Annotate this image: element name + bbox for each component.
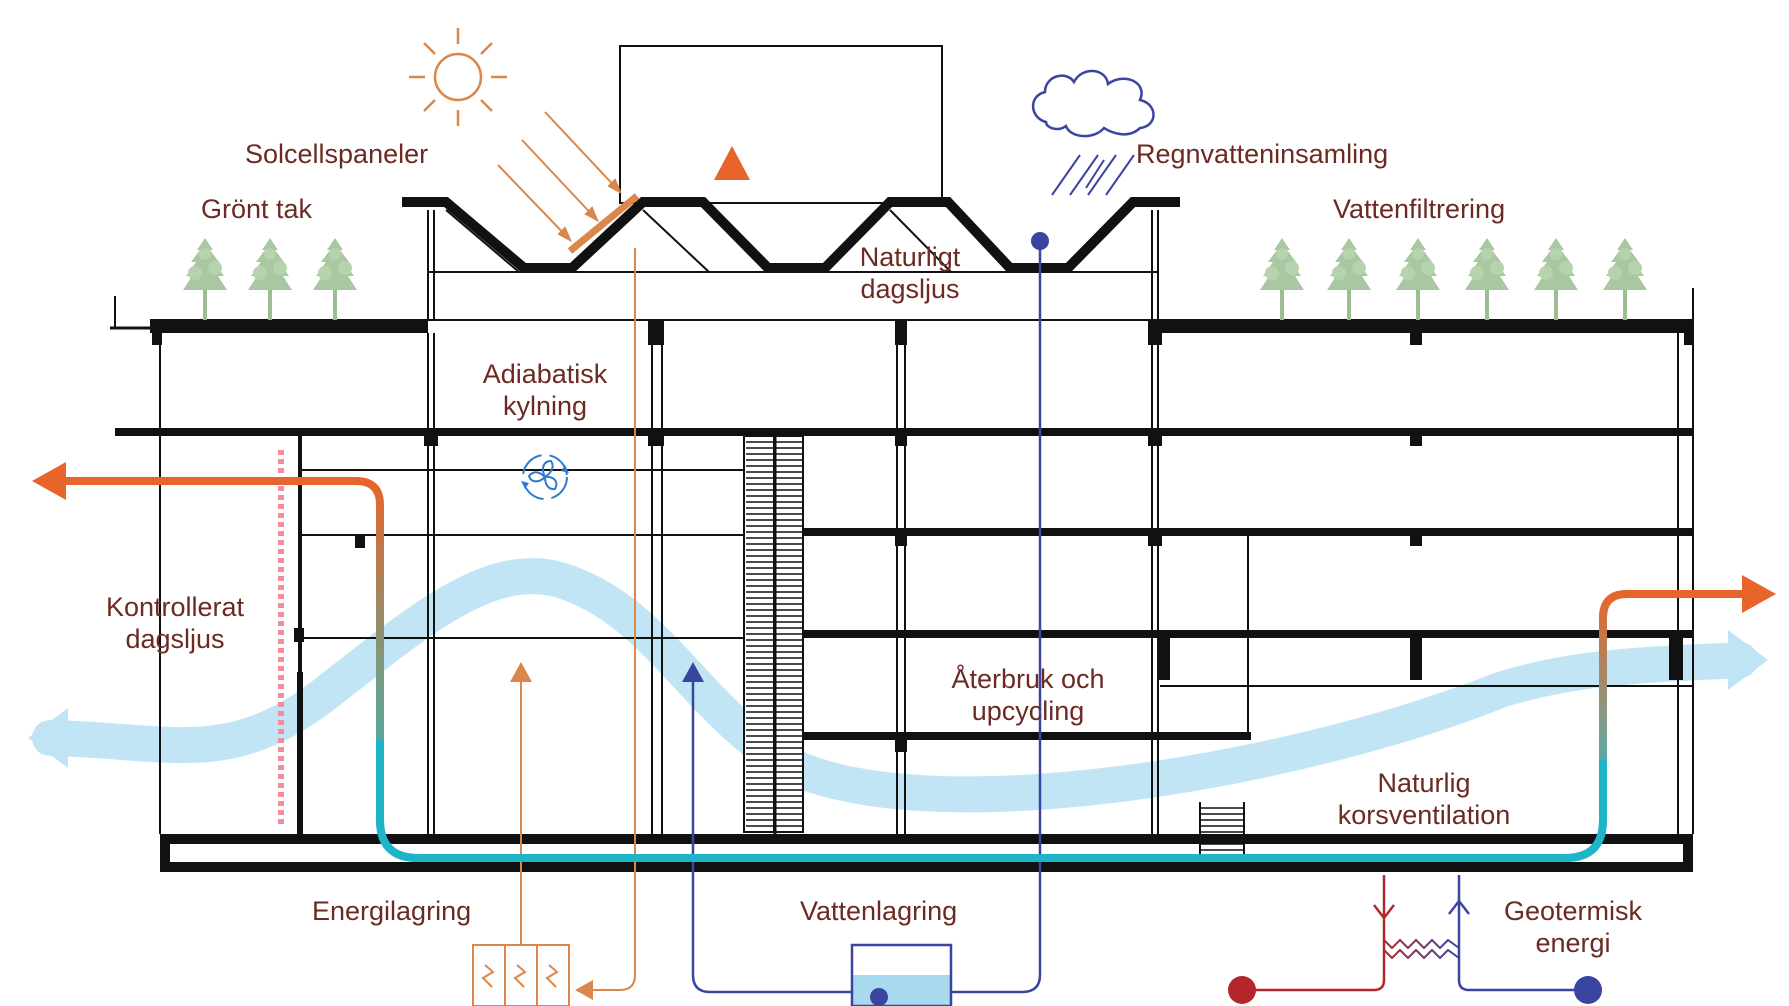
ground-slab-bottom xyxy=(160,862,1693,872)
label-adiabatic-cooling-line1: Adiabatisk xyxy=(483,359,608,389)
tree-icon xyxy=(1465,238,1509,320)
stair-steps xyxy=(746,441,802,827)
label-cross-ventilation-line2: korsventilation xyxy=(1338,800,1511,830)
stack-ventilation-arrowhead xyxy=(714,146,750,180)
green-roof-slab-right xyxy=(1158,319,1693,333)
exhaust-left-arrowhead xyxy=(32,462,66,500)
label-solar-panels: Solcellspaneler xyxy=(245,139,428,169)
tree-icon xyxy=(313,238,357,320)
label-rainwater-collection: Regnvatteninsamling xyxy=(1136,139,1388,169)
label-reuse-upcycling-line1: Återbruk och xyxy=(951,663,1104,694)
solar-panel xyxy=(567,193,640,254)
adiabatic-cooling-fan-icon xyxy=(521,454,569,500)
tree-icon xyxy=(183,238,227,320)
air-outflow-right-arrowhead xyxy=(1728,630,1768,690)
tree-icon xyxy=(1260,238,1304,320)
tree-icon xyxy=(1534,238,1578,320)
rain-cloud-icon xyxy=(1031,69,1155,138)
exhaust-right-arrowhead xyxy=(1742,575,1776,613)
solar-to-battery-arrowhead xyxy=(575,980,593,1000)
sawtooth-roof xyxy=(402,197,1180,273)
roof-box xyxy=(619,45,943,204)
label-geothermal-line1: Geotermisk xyxy=(1504,896,1643,926)
label-energy-storage: Energilagring xyxy=(312,896,471,926)
label-natural-daylight-line2: dagsljus xyxy=(860,274,959,304)
tree-icon xyxy=(1603,238,1647,320)
label-cross-ventilation-line1: Naturlig xyxy=(1377,768,1470,798)
tree-icon xyxy=(1396,238,1440,320)
label-controlled-daylight-line2: dagsljus xyxy=(125,624,224,654)
floor-slab-1-right xyxy=(775,630,1251,638)
green-roof-slab-left xyxy=(150,319,428,333)
sun-icon xyxy=(409,28,507,126)
floor-slab-2-right xyxy=(775,528,1693,536)
rain-lines xyxy=(1051,154,1135,196)
solar-cable xyxy=(590,248,636,991)
label-controlled-daylight-line1: Kontrollerat xyxy=(106,592,245,622)
ground-slab-top xyxy=(160,834,1693,844)
rainwater-pipe xyxy=(952,241,1042,994)
energy-storage-battery xyxy=(472,944,570,1006)
geothermal-cold-node xyxy=(1574,976,1602,1004)
water-supply-pipe xyxy=(691,682,852,994)
small-stair-right xyxy=(1199,802,1245,862)
tree-icon xyxy=(1327,238,1371,320)
label-water-filtration: Vattenfiltrering xyxy=(1333,194,1505,224)
label-green-roof: Grönt tak xyxy=(201,194,313,224)
label-geothermal-line2: energi xyxy=(1535,928,1610,958)
water-supply-arrowhead xyxy=(682,662,704,682)
solar-rays xyxy=(497,111,623,243)
tree-icon xyxy=(248,238,292,320)
air-outflow-left-arrowhead xyxy=(28,708,68,768)
building-section xyxy=(110,45,1694,872)
label-adiabatic-cooling-line2: kylning xyxy=(503,391,587,421)
label-water-storage: Vattenlagring xyxy=(800,896,957,926)
geothermal-hot-node xyxy=(1228,976,1256,1004)
water-storage-tank xyxy=(850,943,953,1006)
label-reuse-upcycling-line2: upcycling xyxy=(972,696,1085,726)
label-natural-daylight-line1: Naturligt xyxy=(860,242,961,272)
geothermal-system xyxy=(1228,875,1602,1004)
energy-supply-arrowhead xyxy=(510,662,532,682)
